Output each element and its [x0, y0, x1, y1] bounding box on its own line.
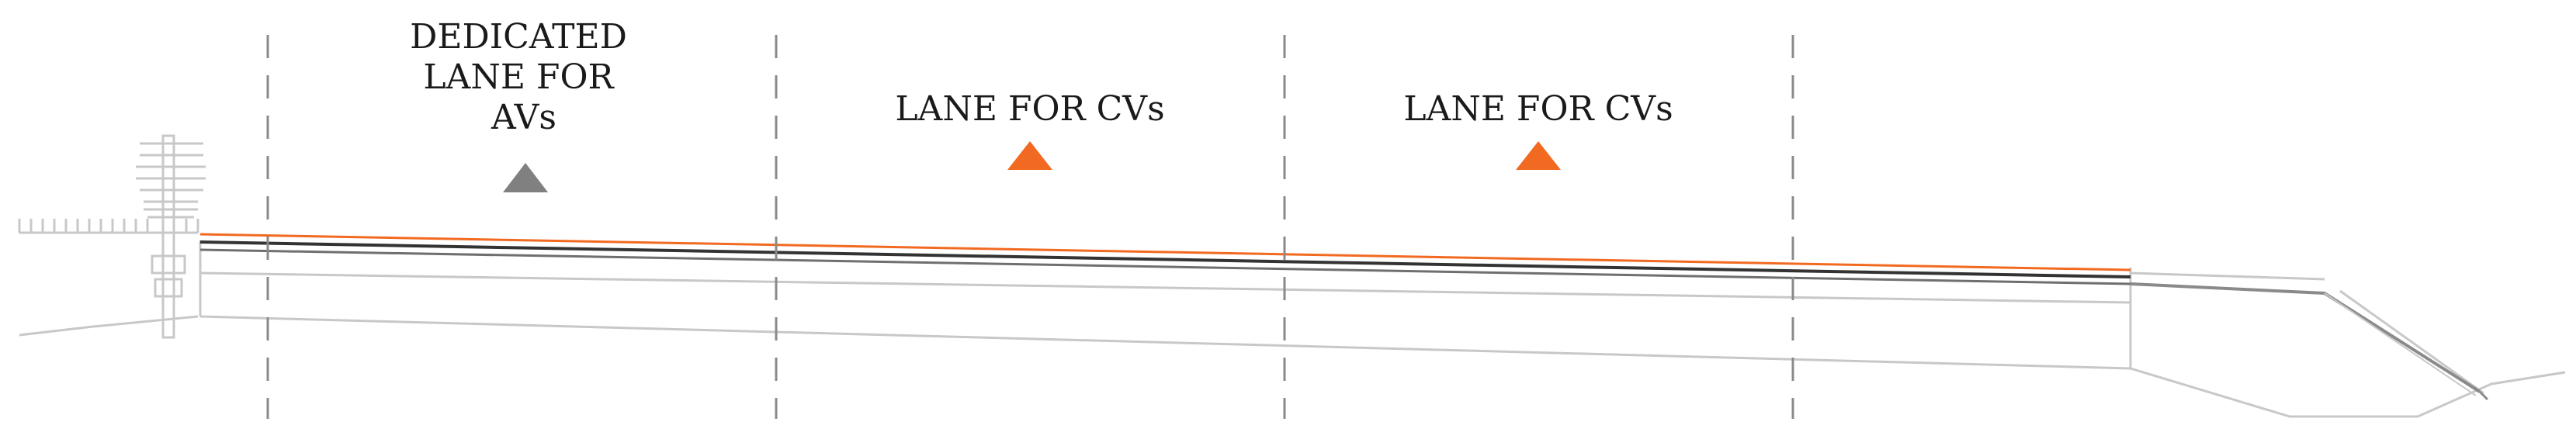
shoulder-end [2478, 390, 2489, 401]
av-lane-marker-gray-triangle [503, 163, 548, 192]
road-base-line [199, 315, 2131, 370]
embankment-outer-slope [2339, 289, 2484, 395]
lane-label-line: LANE FOR CVs [1403, 89, 1673, 129]
pavement-dark-line [199, 240, 2131, 278]
lane-label-cv-2: LANE FOR CVs [1403, 89, 1673, 129]
lane-label-line: DEDICATED [410, 17, 627, 57]
fence-icon [18, 219, 199, 234]
lane-label-line: AVs [491, 98, 556, 137]
right-shoulder [2130, 282, 2489, 401]
road-subbase-line [199, 271, 2131, 304]
cv-lane-marker-orange-triangle [1007, 141, 1052, 170]
lane-label-line: LANE FOR [423, 57, 615, 97]
pavement-lower-line [199, 248, 2131, 285]
pavement-top-line [199, 233, 2131, 271]
utility-pole-icon [136, 134, 206, 339]
lane-label-line: LANE FOR CVs [895, 89, 1164, 129]
shoulder-top-line [2130, 271, 2325, 281]
right-ground-line [2130, 367, 2566, 418]
shoulder-inner-edge [2324, 292, 2477, 396]
pavement [199, 233, 2131, 285]
lane-label-cv-1: LANE FOR CVs [895, 89, 1164, 129]
cv-lane-marker-orange-triangle [1516, 141, 1561, 170]
terrain [19, 240, 2566, 418]
lane-label-av: DEDICATED LANE FOR AVs [410, 17, 638, 137]
